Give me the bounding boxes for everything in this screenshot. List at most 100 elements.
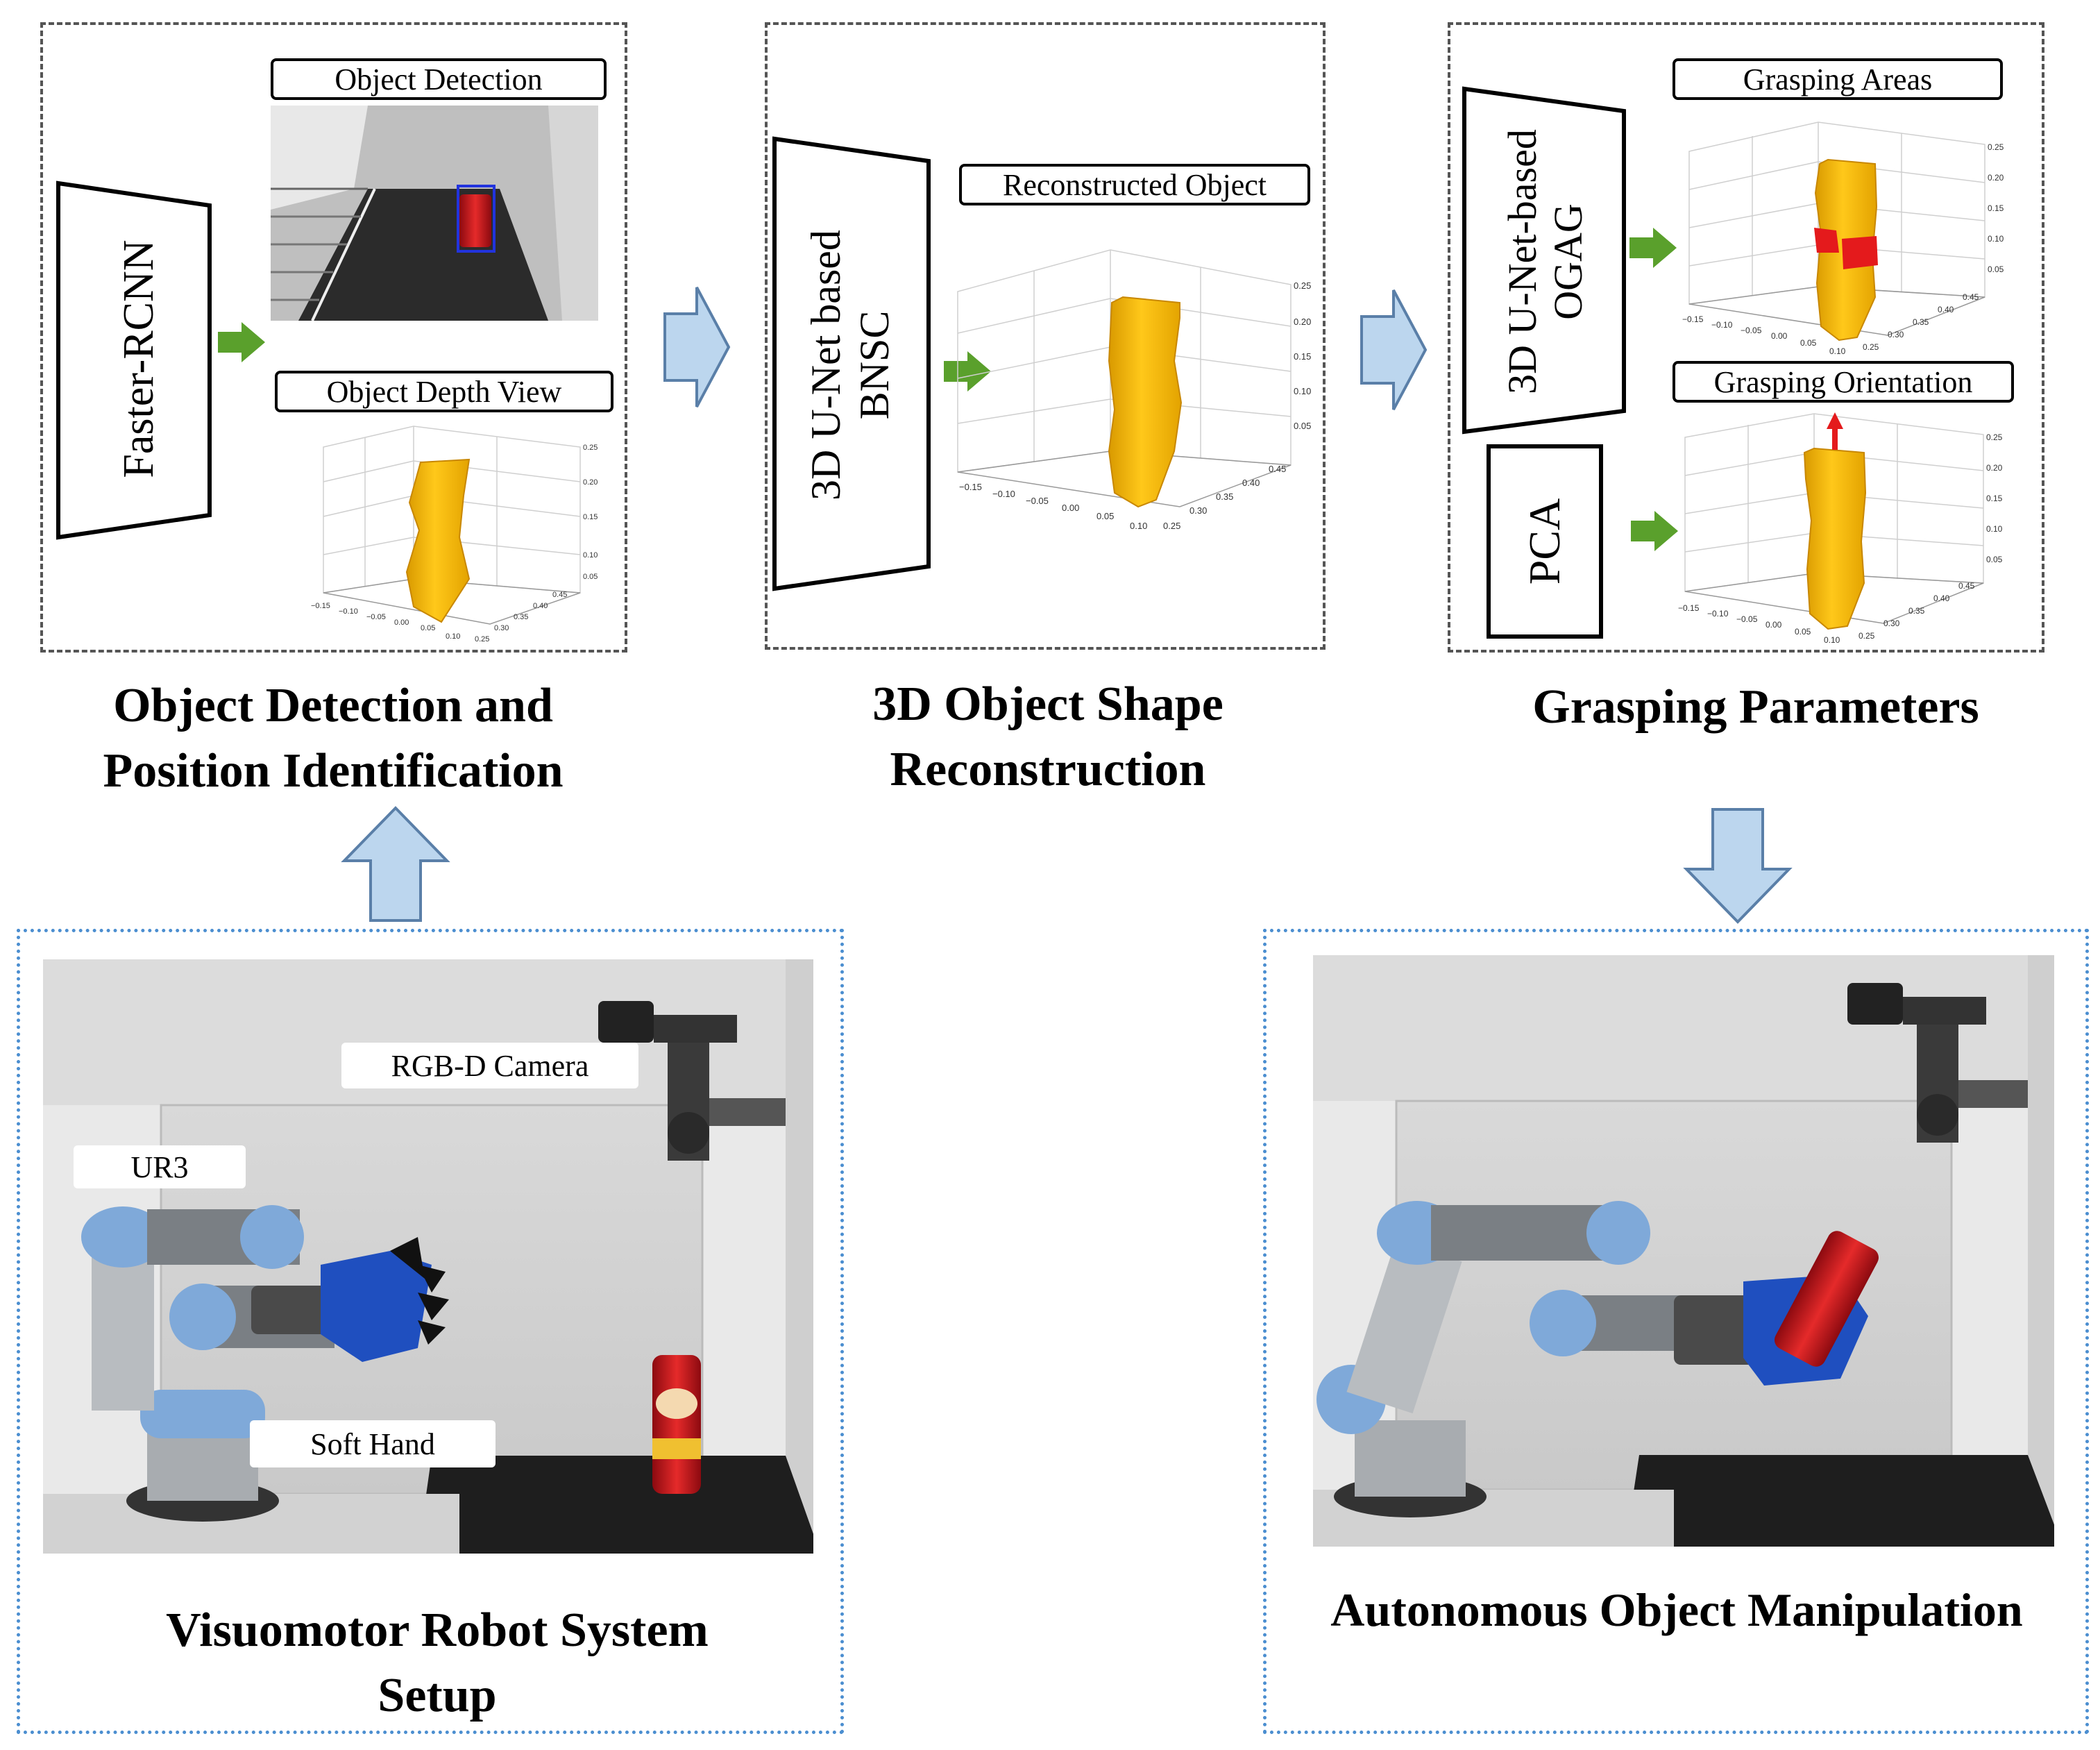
ogag-label-line1: 3D U-Net-based: [1500, 129, 1545, 394]
y-tick-3-areas: 0.40: [1938, 305, 1954, 314]
x-tick-1-rec: −0.10: [992, 489, 1015, 499]
green-arrow-3: [1629, 228, 1677, 268]
grasping-areas-plot: 0.25 0.20 0.15 0.10 0.05 −0.15 −0.10 −0.…: [1682, 121, 2004, 356]
y-tick-0: 0.25: [475, 635, 489, 643]
panel-setup: [17, 929, 844, 1734]
detection-image: [271, 106, 598, 321]
x-tick-5: 0.10: [446, 632, 460, 641]
x-tick-1-orient: −0.10: [1707, 609, 1729, 619]
y-tick-4-orient: 0.45: [1958, 581, 1975, 591]
y-tick-1-areas: 0.30: [1888, 330, 1904, 339]
x-tick-5-orient: 0.10: [1824, 635, 1840, 645]
green-arrow-4: [1631, 511, 1678, 551]
caption-setup-line2: Setup: [378, 1669, 497, 1722]
z-tick-2-orient: 0.15: [1986, 494, 2003, 503]
y-tick-3: 0.40: [533, 602, 548, 610]
x-tick-4-orient: 0.05: [1795, 627, 1811, 637]
flow-arrow-up: [341, 806, 450, 922]
x-tick-3-areas: 0.00: [1771, 331, 1788, 341]
x-tick-1: −0.10: [339, 607, 358, 616]
x-tick-5-rec: 0.10: [1130, 521, 1147, 531]
faster-rcnn-label: Faster-RCNN: [115, 239, 162, 478]
caption-detection-line1: Object Detection and: [113, 679, 553, 732]
y-tick-2-orient: 0.35: [1908, 606, 1925, 616]
x-tick-2-areas: −0.05: [1741, 326, 1762, 335]
tag-ur3: UR3: [74, 1145, 246, 1188]
y-tick-3-orient: 0.40: [1933, 594, 1950, 603]
reconstruction-plot: 0.25 0.20 0.15 0.10 0.05 −0.15 −0.10 −0.…: [957, 249, 1311, 531]
y-tick-1-rec: 0.30: [1189, 505, 1207, 516]
caption-detection-line2: Position Identification: [103, 744, 564, 798]
x-tick-4-areas: 0.05: [1800, 338, 1817, 348]
bnsc-label-line2: BNSC: [852, 310, 897, 420]
ogag-label-line2: OGAG: [1546, 203, 1591, 320]
grasping-orientation-plot: 0.25 0.20 0.15 0.10 0.05 −0.15 −0.10 −0.…: [1678, 412, 2003, 645]
y-tick-1-orient: 0.30: [1883, 619, 1900, 628]
manipulation-photo: [1313, 955, 2054, 1547]
x-tick-2-rec: −0.05: [1026, 496, 1049, 506]
y-tick-4-areas: 0.45: [1963, 292, 1979, 302]
x-tick-3-rec: 0.00: [1062, 503, 1079, 513]
z-tick-3-rec: 0.10: [1294, 386, 1311, 396]
y-tick-3-rec: 0.40: [1242, 478, 1260, 488]
z-tick-4-areas: 0.05: [1988, 264, 2004, 274]
z-tick-0: 0.25: [583, 444, 598, 452]
label-object-detection: Object Detection: [271, 58, 607, 100]
z-tick-3: 0.10: [583, 551, 598, 560]
panel-detection: [40, 22, 627, 653]
z-tick-4-orient: 0.05: [1986, 555, 2003, 564]
y-tick-2-areas: 0.35: [1913, 317, 1929, 327]
tag-soft-hand: Soft Hand: [250, 1420, 496, 1467]
z-tick-1-areas: 0.20: [1988, 173, 2004, 183]
x-tick-1-areas: −0.10: [1711, 320, 1733, 330]
x-tick-0-rec: −0.15: [959, 482, 982, 492]
y-tick-2-rec: 0.35: [1216, 491, 1233, 502]
x-tick-4-rec: 0.05: [1096, 511, 1114, 521]
y-tick-0-areas: 0.25: [1863, 342, 1879, 352]
caption-manipulation: Autonomous Object Manipulation: [1330, 1583, 2023, 1636]
bnsc-block: [772, 136, 931, 591]
x-tick-3-orient: 0.00: [1765, 620, 1782, 630]
faster-rcnn-block: [56, 180, 212, 540]
flow-arrow-2: [1360, 289, 1428, 410]
z-tick-0-rec: 0.25: [1294, 280, 1311, 291]
y-tick-2: 0.35: [514, 613, 528, 621]
x-tick-3: 0.00: [394, 619, 409, 627]
pca-label: PCA: [1520, 498, 1569, 585]
green-arrow-1: [218, 322, 265, 362]
x-tick-0-areas: −0.15: [1682, 314, 1704, 324]
z-tick-1-rec: 0.20: [1294, 317, 1311, 327]
panel-reconstruction: [765, 22, 1326, 650]
label-reconstructed-object: Reconstructed Object: [959, 164, 1310, 205]
tag-rgbd-camera: RGB-D Camera: [341, 1043, 638, 1088]
z-tick-2-areas: 0.15: [1988, 203, 2004, 213]
y-tick-0-orient: 0.25: [1858, 631, 1875, 641]
y-tick-4: 0.45: [552, 591, 567, 599]
depth-plot: 0.25 0.20 0.15 0.10 0.05 −0.15 −0.10 −0.…: [311, 426, 598, 643]
label-grasping-orientation: Grasping Orientation: [1673, 361, 2014, 403]
flow-arrow-1: [663, 287, 731, 407]
z-tick-3-areas: 0.10: [1988, 234, 2004, 244]
y-tick-1: 0.30: [494, 624, 509, 632]
z-tick-4-rec: 0.05: [1294, 421, 1311, 431]
flow-arrow-down: [1683, 808, 1793, 924]
ogag-block: [1462, 86, 1626, 435]
x-tick-5-areas: 0.10: [1829, 346, 1846, 356]
green-arrow-2: [944, 351, 991, 392]
z-tick-2-rec: 0.15: [1294, 351, 1311, 362]
y-tick-0-rec: 0.25: [1163, 521, 1180, 531]
z-tick-4: 0.05: [583, 573, 598, 581]
x-tick-2: −0.05: [366, 613, 386, 621]
label-object-depth-view: Object Depth View: [275, 371, 613, 412]
y-tick-4-rec: 0.45: [1269, 464, 1286, 474]
x-tick-0: −0.15: [311, 602, 330, 610]
caption-grasping: Grasping Parameters: [1532, 680, 1979, 734]
pca-block: [1487, 444, 1603, 639]
panel-manipulation: [1263, 929, 2089, 1734]
label-grasping-areas: Grasping Areas: [1673, 58, 2003, 100]
z-tick-3-orient: 0.10: [1986, 524, 2003, 534]
z-tick-0-orient: 0.25: [1986, 432, 2003, 442]
x-tick-0-orient: −0.15: [1678, 603, 1700, 613]
z-tick-1-orient: 0.20: [1986, 463, 2003, 473]
bnsc-label-line1: 3D U-Net based: [803, 230, 849, 500]
